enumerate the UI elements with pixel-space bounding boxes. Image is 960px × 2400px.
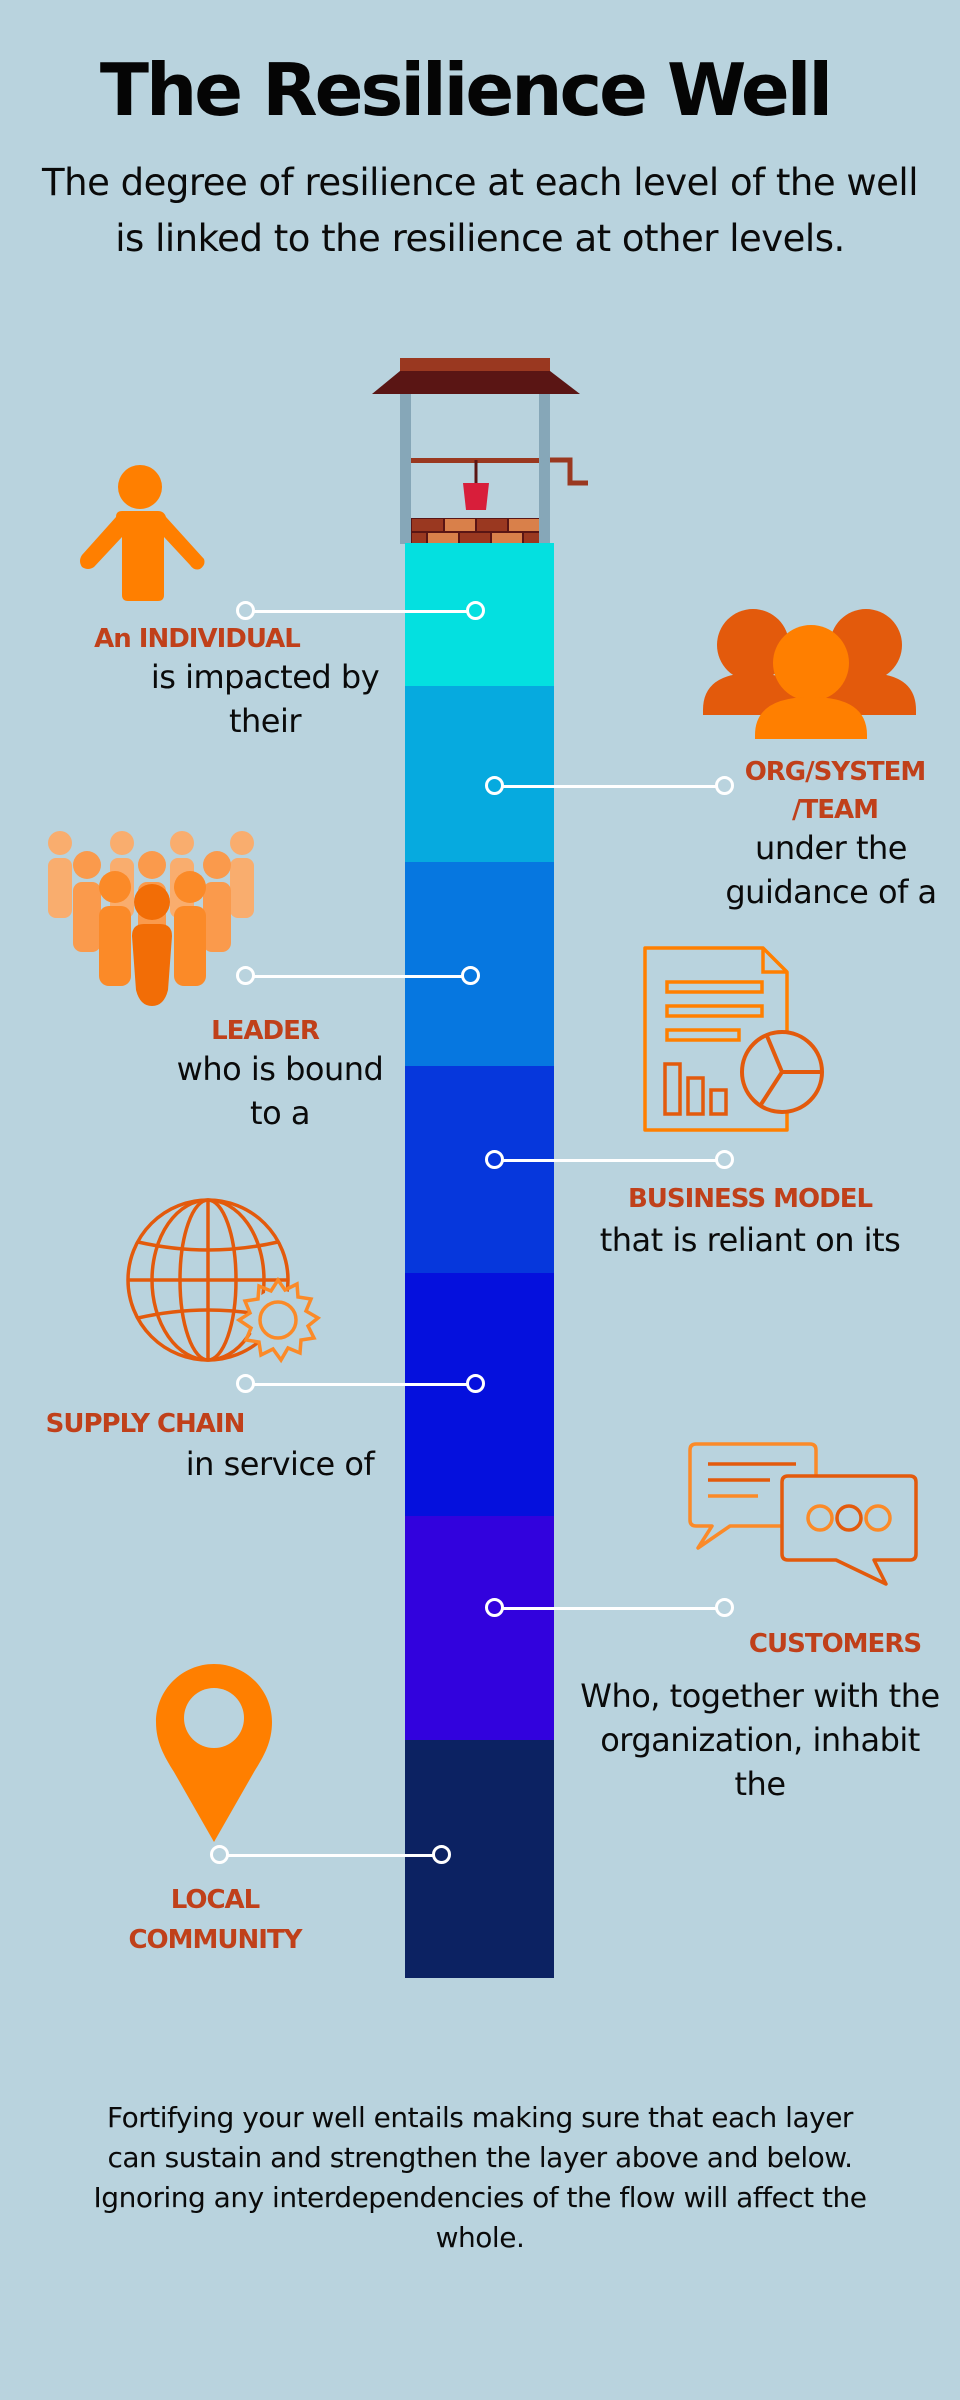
connector-node [236,601,255,620]
well-crank [550,457,588,486]
connector-node [432,1845,451,1864]
connector-supply-chain [245,1383,475,1386]
connector-node [236,966,255,985]
well-roof-top [400,358,550,372]
connector-node [466,601,485,620]
connector-community [219,1854,441,1857]
person-icon [80,465,205,601]
connector-node [485,776,504,795]
layer-desc-individual: is impacted by their [150,658,380,740]
connector-node [715,1598,734,1617]
chat-bubbles-icon [688,1442,918,1586]
bucket-icon [463,483,489,510]
well-post-left [400,394,411,544]
layer-label-supply-chain: SUPPLY CHAIN [45,1409,246,1439]
well-layer-customers [405,1516,554,1740]
connector-individual [245,610,475,613]
well-layer-org [405,686,554,862]
well-icon [372,358,588,560]
connector-node [461,966,480,985]
document-chart-icon [643,946,824,1132]
subtitle: The degree of resilience at each level o… [42,161,918,260]
page-title: The Resilience Well [99,48,833,132]
layer-desc-leader: who is bound to a [176,1050,384,1132]
connector-node [236,1374,255,1393]
well-layer-leader [405,862,554,1066]
well-post-right [539,394,550,544]
connector-leader [245,975,470,978]
connector-node [466,1374,485,1393]
globe-gear-icon [126,1198,322,1364]
connector-node [715,776,734,795]
connector-node [210,1845,229,1864]
layer-label-individual: An INDIVIDUAL [94,624,301,654]
layer-desc-customers: Who, together with the organization, inh… [580,1677,940,1803]
location-pin-icon [156,1664,272,1842]
layer-label-community: LOCAL COMMUNITY [128,1885,302,1955]
crowd-leader-icon [48,831,254,1006]
layer-label-business-model: BUSINESS MODEL [627,1184,873,1214]
well-roof [372,371,580,394]
connector-business-model [494,1159,724,1162]
connector-node [485,1598,504,1617]
connector-customers [494,1607,724,1610]
layer-desc-org: under the guidance of a [725,829,937,911]
connector-node [715,1150,734,1169]
connector-org [494,785,724,788]
connector-node [485,1150,504,1169]
layer-desc-business-model: that is reliant on its [599,1221,901,1259]
well-layer-business-model [405,1066,554,1273]
layer-label-leader: LEADER [211,1016,320,1046]
layer-desc-supply-chain: in service of [185,1445,375,1483]
group-icon [703,609,916,739]
well-layer-community [405,1740,554,1978]
well-layer-supply-chain [405,1273,554,1516]
footer-text: Fortifying your well entails making sure… [93,2101,867,2254]
layer-label-customers: CUSTOMERS [748,1629,922,1659]
layer-label-org: ORG/SYSTEM /TEAM [744,757,927,825]
